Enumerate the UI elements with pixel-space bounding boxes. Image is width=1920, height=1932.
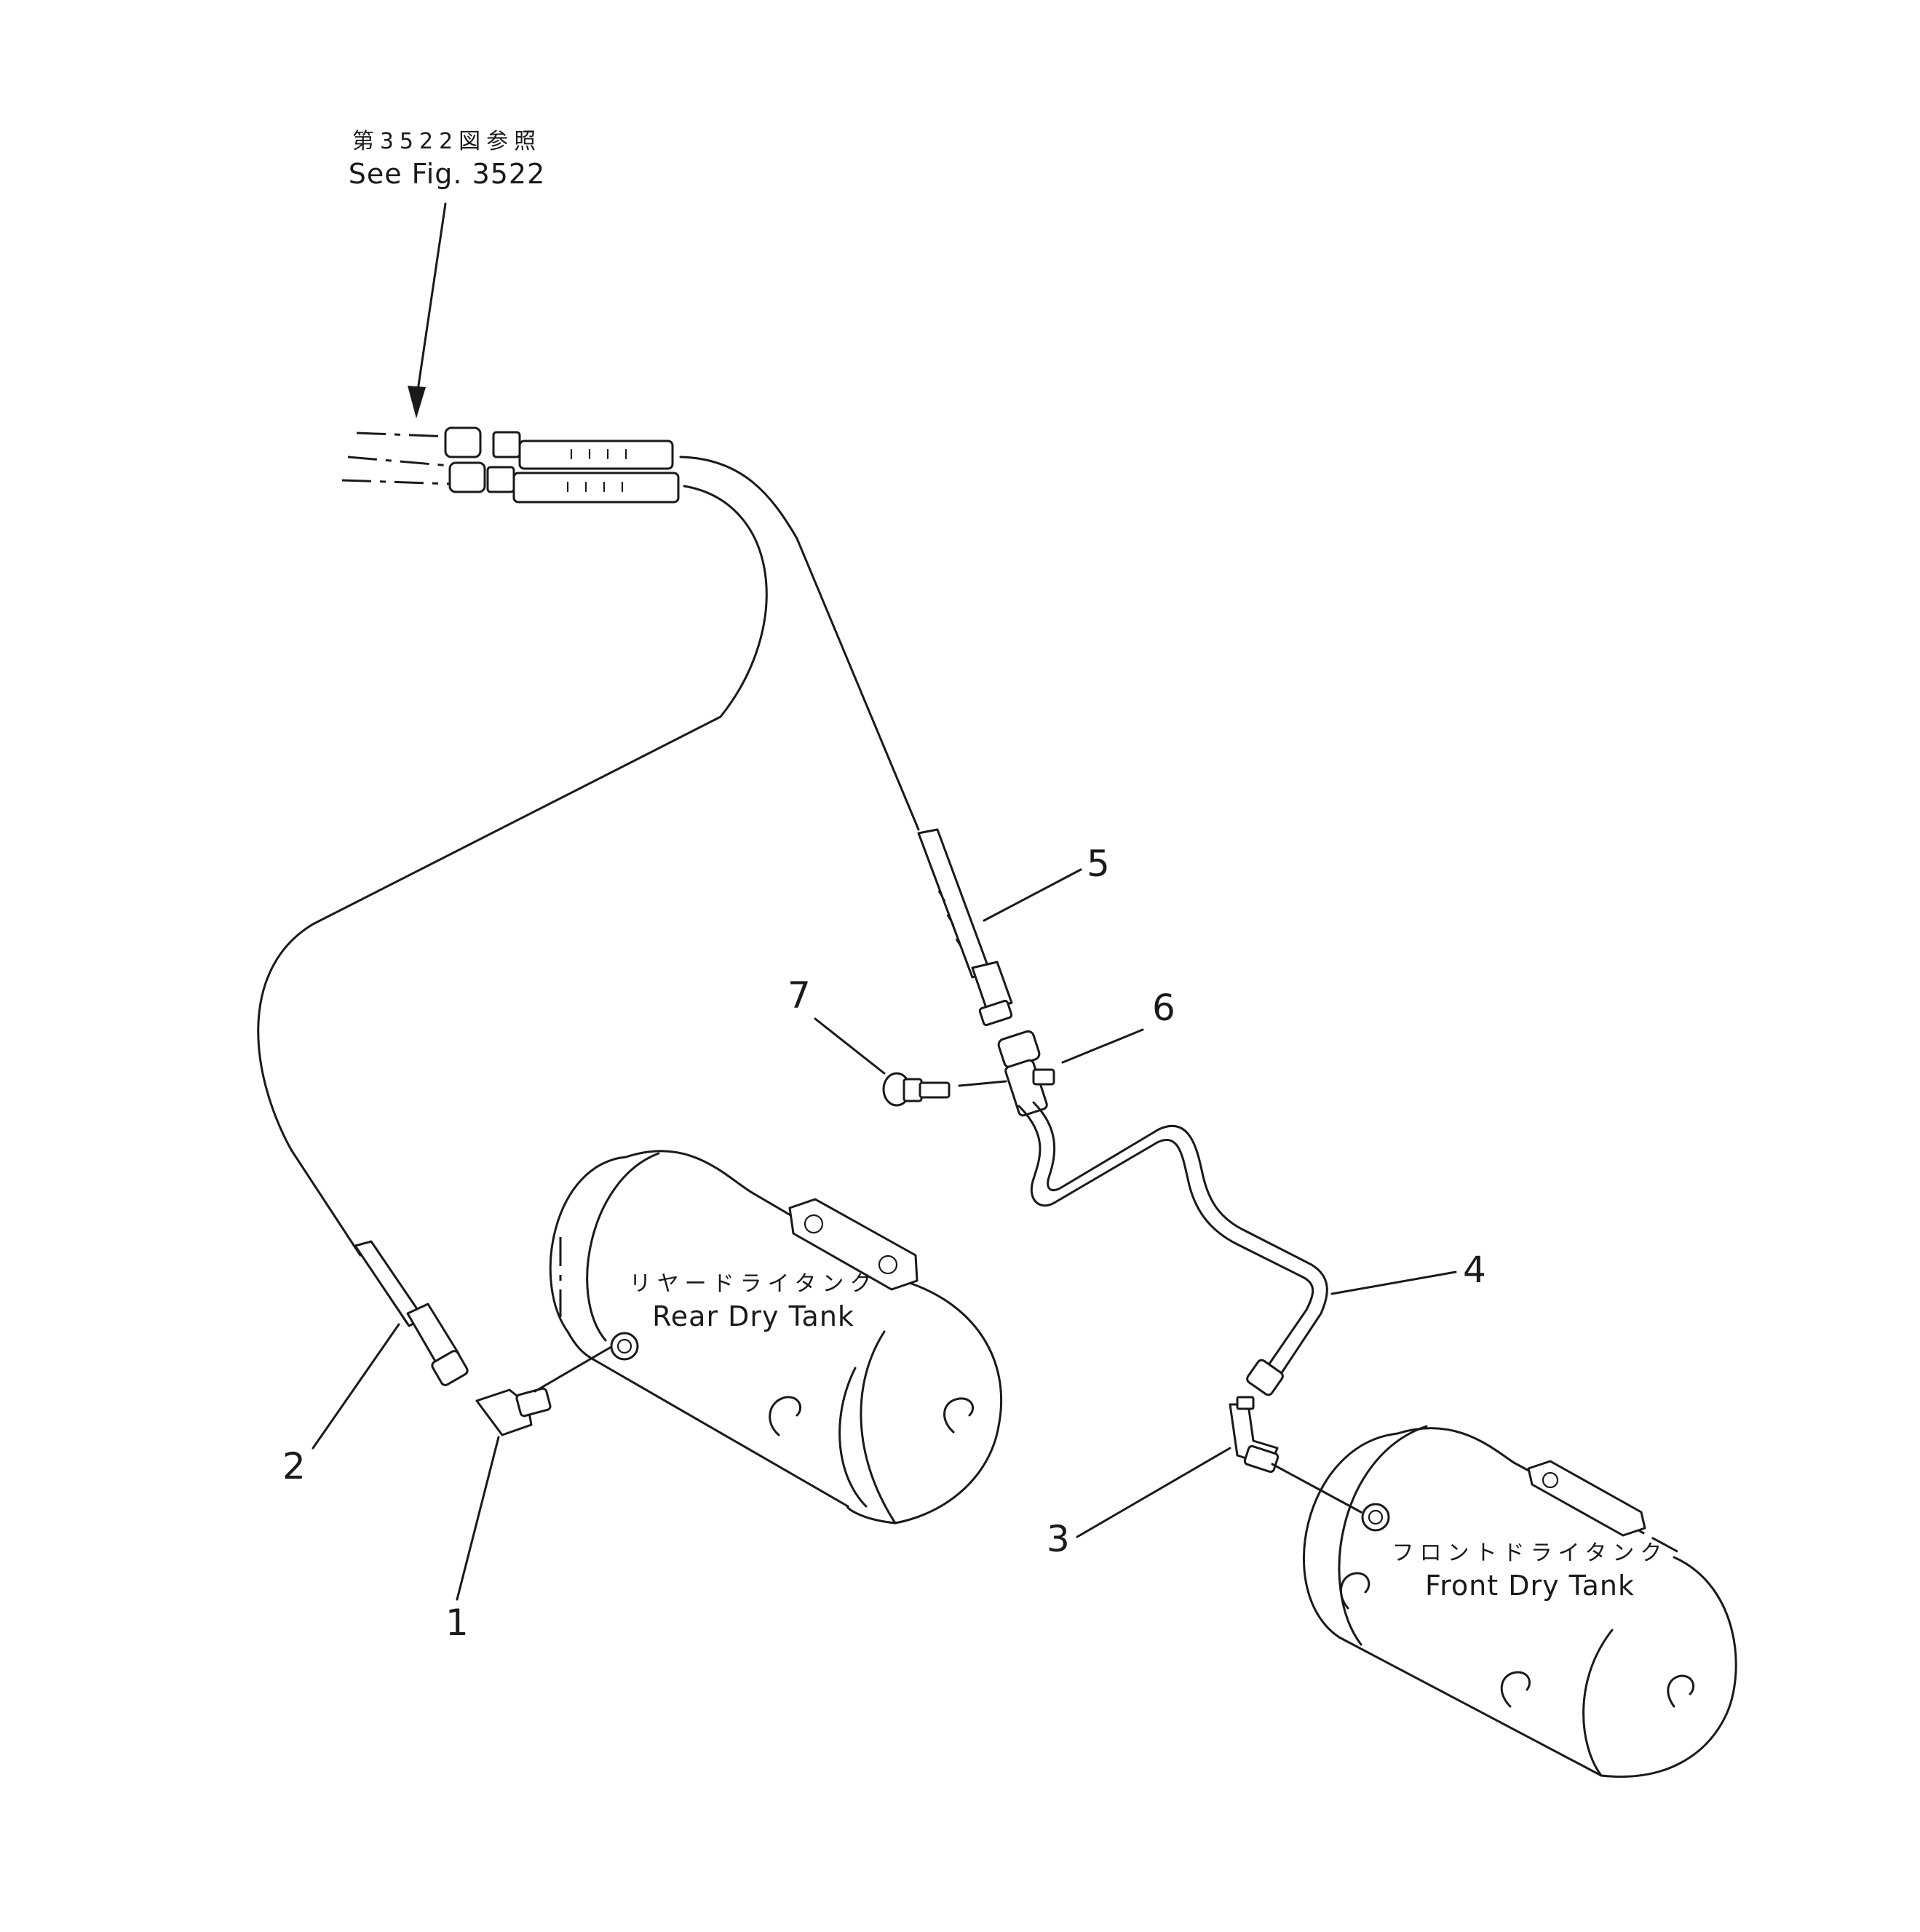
upper-hose-connectors <box>444 426 680 504</box>
tee-fitting <box>997 1030 1055 1117</box>
callout-4: 4 <box>1463 1249 1486 1291</box>
hose-5-lower-end <box>917 828 1013 1027</box>
front-tank-label: フロントドライタンク Front Dry Tank <box>1392 1541 1668 1602</box>
front-tank-label-jp: フロントドライタンク <box>1392 1541 1668 1566</box>
reference-note-en: See Fig. 3522 <box>348 158 546 190</box>
callout-2: 2 <box>282 1445 306 1487</box>
elbow-3 <box>1229 1396 1280 1474</box>
leader-lines <box>312 868 1457 1601</box>
elbow-1 <box>475 1346 611 1436</box>
reference-arrow <box>408 202 447 418</box>
incoming-lines <box>341 432 452 485</box>
callout-5: 5 <box>1087 843 1110 885</box>
reference-note: 第3522図参照 See Fig. 3522 <box>349 131 546 188</box>
front-dry-tank <box>1302 1425 1737 1778</box>
tube-4 <box>1017 1101 1328 1396</box>
callout-7: 7 <box>788 974 811 1017</box>
rear-tank-label-en: Rear Dry Tank <box>652 1300 854 1332</box>
callout-6: 6 <box>1152 987 1175 1029</box>
reference-note-jp: 第3522図参照 <box>352 129 542 154</box>
rear-tank-label: リヤードライタンク Rear Dry Tank <box>629 1271 878 1332</box>
hose-2-lower-end <box>354 1240 469 1386</box>
front-tank-label-en: Front Dry Tank <box>1425 1570 1635 1602</box>
rear-dry-tank <box>549 1150 1003 1524</box>
callout-1: 1 <box>445 1602 469 1644</box>
rear-tank-label-jp: リヤードライタンク <box>629 1271 878 1297</box>
plug <box>882 1072 1007 1107</box>
callout-3: 3 <box>1047 1518 1070 1560</box>
